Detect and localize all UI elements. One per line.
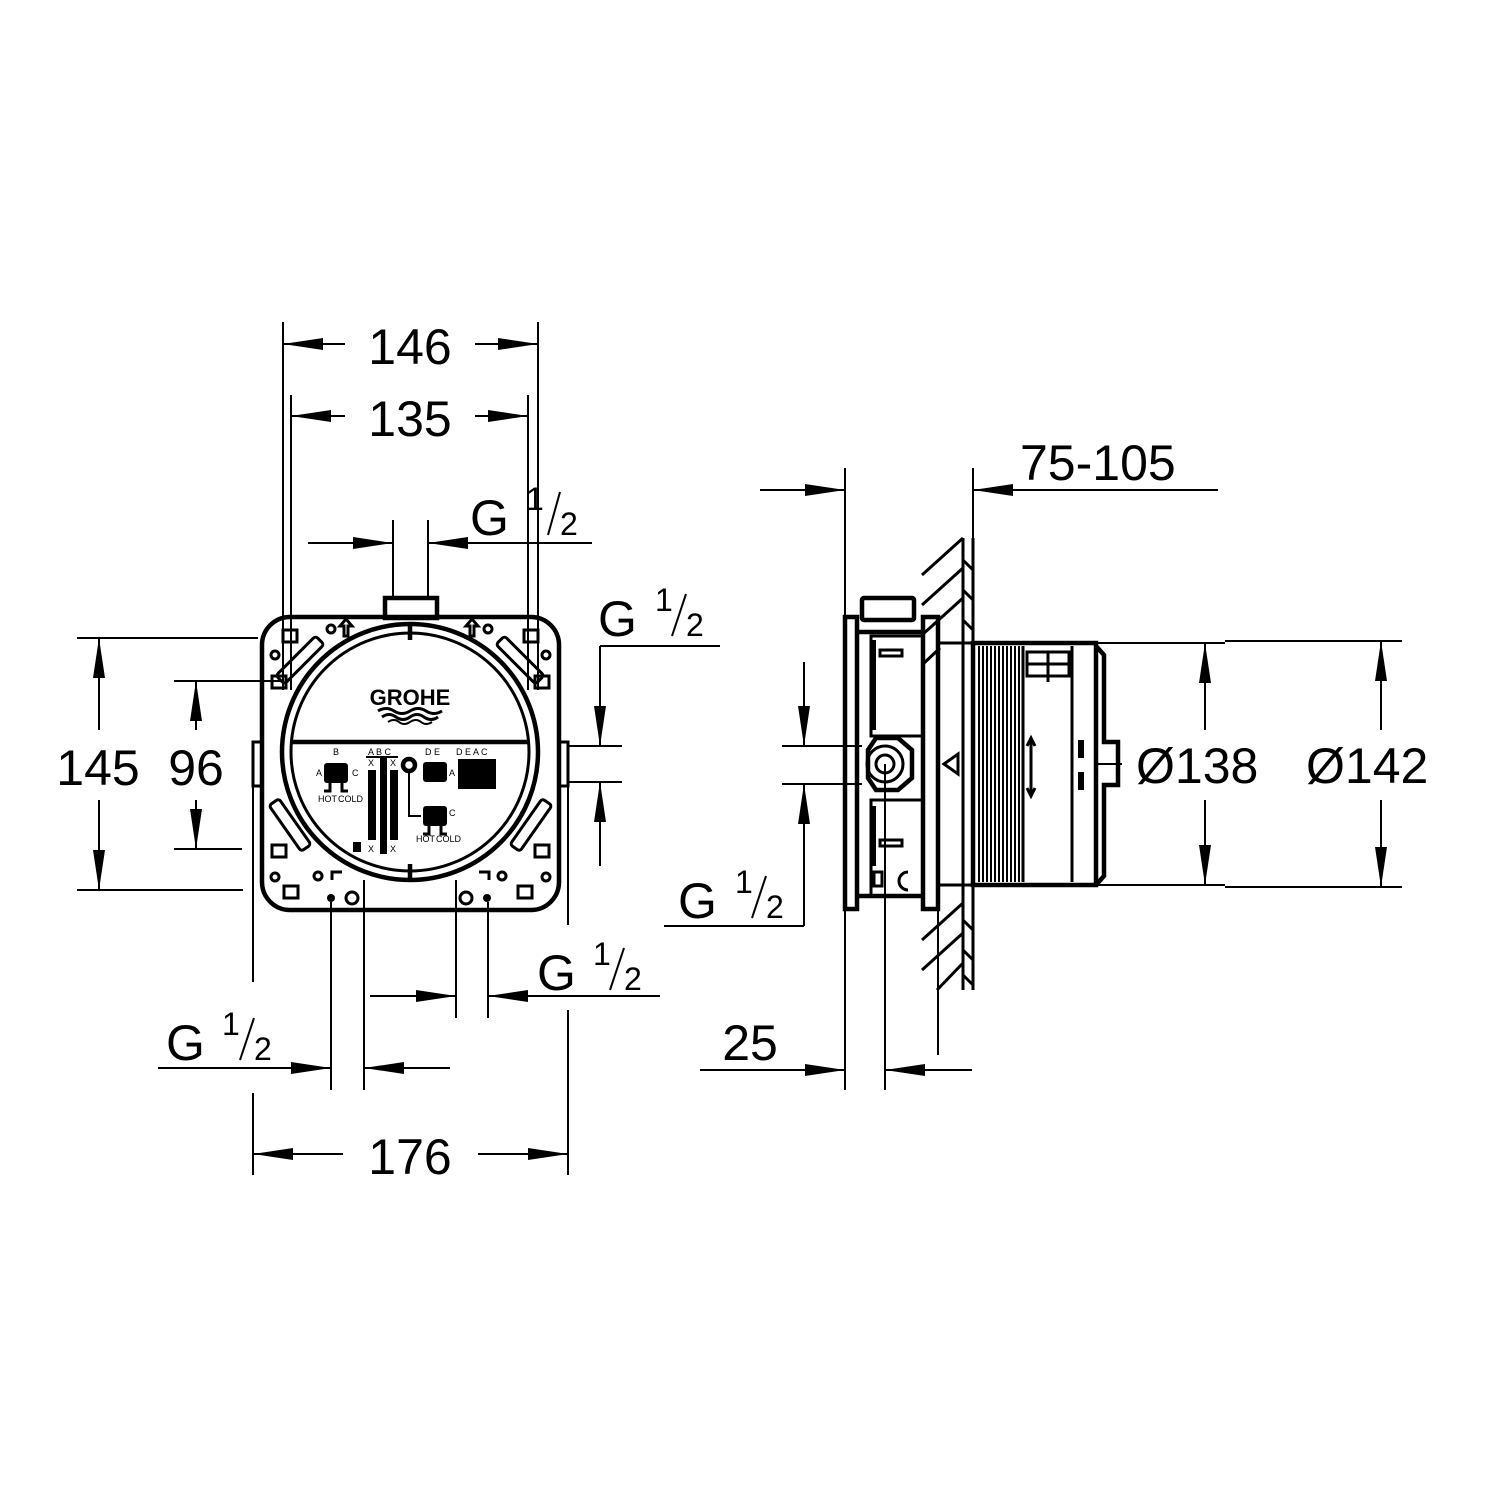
dim-depth: 75-105 — [1020, 435, 1176, 491]
svg-text:D E A C: D E A C — [456, 747, 488, 757]
dim-diam-inner: Ø138 — [1136, 738, 1258, 794]
grohe-logo: GROHE — [370, 685, 451, 725]
dim-offset: 25 — [722, 1015, 778, 1071]
svg-text:2: 2 — [254, 1031, 272, 1067]
svg-text:X: X — [390, 758, 396, 768]
label-panel: B A C HOT COLD A B C X X X X D E A C — [316, 747, 496, 854]
dim-25: 25 — [700, 909, 972, 1076]
svg-text:2: 2 — [560, 506, 578, 542]
svg-text:COLD: COLD — [436, 834, 462, 844]
svg-text:2: 2 — [686, 607, 704, 643]
svg-text:1: 1 — [526, 481, 544, 517]
svg-text:1: 1 — [655, 582, 673, 618]
dim-diam-outer: Ø142 — [1306, 738, 1428, 794]
svg-text:1: 1 — [222, 1006, 240, 1042]
body-ring-inner — [289, 631, 531, 873]
arrow-up-icon — [336, 616, 356, 638]
dim-height-outer: 145 — [56, 740, 139, 796]
svg-text:1: 1 — [735, 864, 753, 900]
front-view: 146 135 G 1 2 GRO — [56, 319, 720, 1185]
thread-top: G 1 2 — [308, 481, 592, 598]
svg-text:A: A — [449, 768, 455, 778]
svg-text:G: G — [537, 945, 576, 1001]
svg-text:X: X — [390, 844, 396, 854]
svg-text:G: G — [470, 490, 509, 546]
dim-96: 96 — [168, 681, 224, 849]
svg-text:2: 2 — [624, 961, 642, 997]
svg-text:COLD: COLD — [338, 794, 364, 804]
svg-text:X: X — [368, 758, 374, 768]
svg-text:2: 2 — [766, 889, 784, 925]
svg-text:GROHE: GROHE — [370, 685, 451, 710]
dim-145: 145 — [56, 638, 140, 890]
wall-section — [920, 536, 975, 992]
thread-bottom-right: G 1 2 — [370, 936, 660, 1002]
dim-75-105: 75-105 — [760, 435, 1218, 496]
svg-text:HOT: HOT — [318, 794, 338, 804]
svg-text:C: C — [449, 808, 456, 818]
dim-diam-142: Ø142 — [1306, 641, 1428, 887]
side-view: 75-105 — [664, 435, 1428, 1090]
dim-bottom-width: 176 — [368, 1129, 451, 1185]
dim-diam-138: Ø138 — [1136, 643, 1258, 885]
dim-width-inner: 135 — [368, 391, 451, 447]
svg-text:A: A — [316, 768, 322, 778]
dim-176: 176 — [253, 1129, 568, 1185]
arrow-up-icon — [462, 616, 482, 638]
svg-text:X: X — [368, 844, 374, 854]
dim-135: 135 — [291, 391, 528, 447]
svg-text:A B C: A B C — [368, 747, 392, 757]
thread-bottom-left: G 1 2 — [158, 1006, 450, 1074]
dim-width-outer: 146 — [368, 319, 451, 375]
dim-146: 146 — [283, 319, 538, 375]
svg-text:C: C — [352, 768, 359, 778]
valve-body-side — [842, 595, 1122, 1090]
svg-text:B: B — [333, 747, 339, 757]
svg-text:D E: D E — [425, 747, 440, 757]
svg-text:G: G — [678, 873, 717, 929]
left-side-stub — [251, 740, 264, 788]
svg-text:G: G — [598, 591, 637, 647]
body-ring-outer — [279, 621, 541, 883]
thread-right: G 1 2 — [568, 582, 720, 866]
right-side-stub — [557, 740, 570, 788]
svg-text:G: G — [166, 1015, 205, 1071]
svg-text:HOT: HOT — [416, 834, 436, 844]
thread-left: G 1 2 — [664, 662, 862, 929]
dim-height-inner: 96 — [168, 740, 224, 796]
svg-text:1: 1 — [593, 936, 611, 972]
corner-clips — [268, 616, 553, 900]
